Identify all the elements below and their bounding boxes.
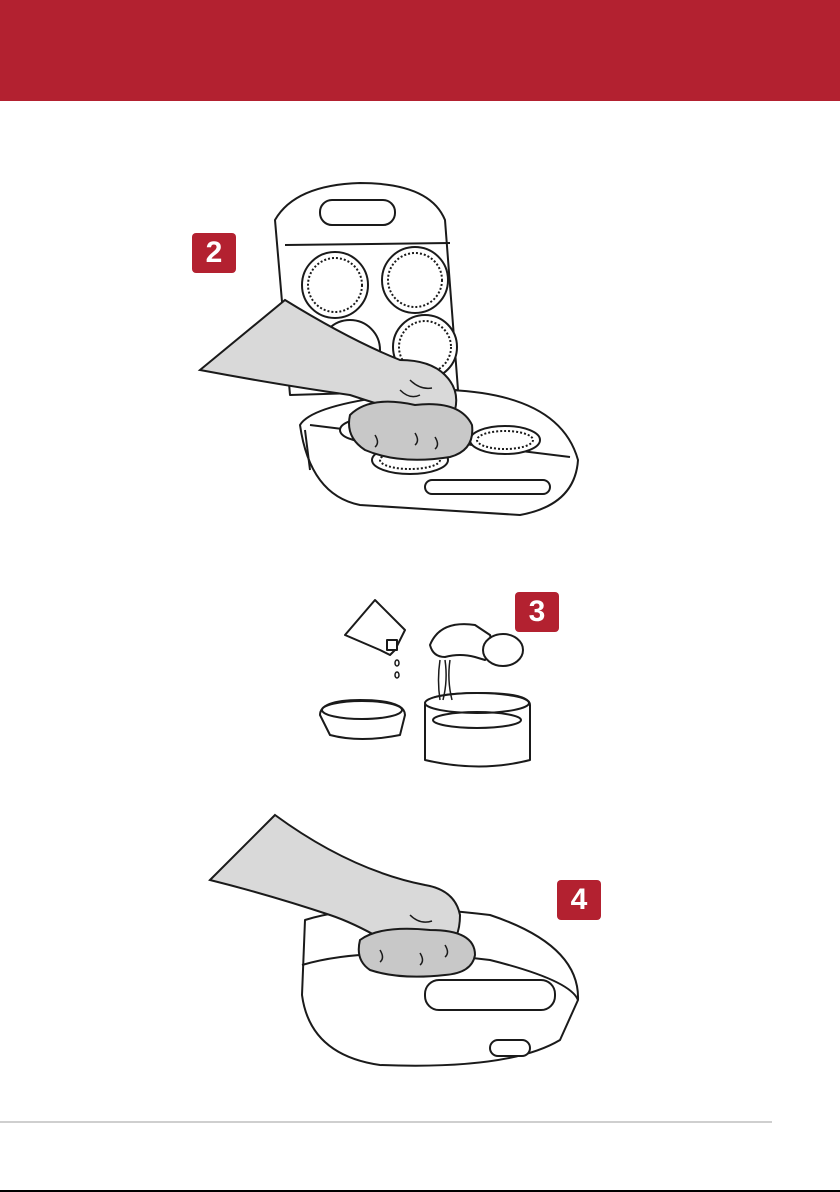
step-4-illustration	[210, 815, 590, 1075]
header-band	[0, 0, 840, 101]
step-2-badge: 2	[192, 233, 236, 273]
step-4-badge: 4	[557, 880, 601, 920]
step-3-illustration	[315, 595, 545, 775]
step-3-badge: 3	[515, 592, 559, 632]
footer-rule	[0, 1121, 772, 1123]
step-2-illustration	[200, 175, 590, 525]
